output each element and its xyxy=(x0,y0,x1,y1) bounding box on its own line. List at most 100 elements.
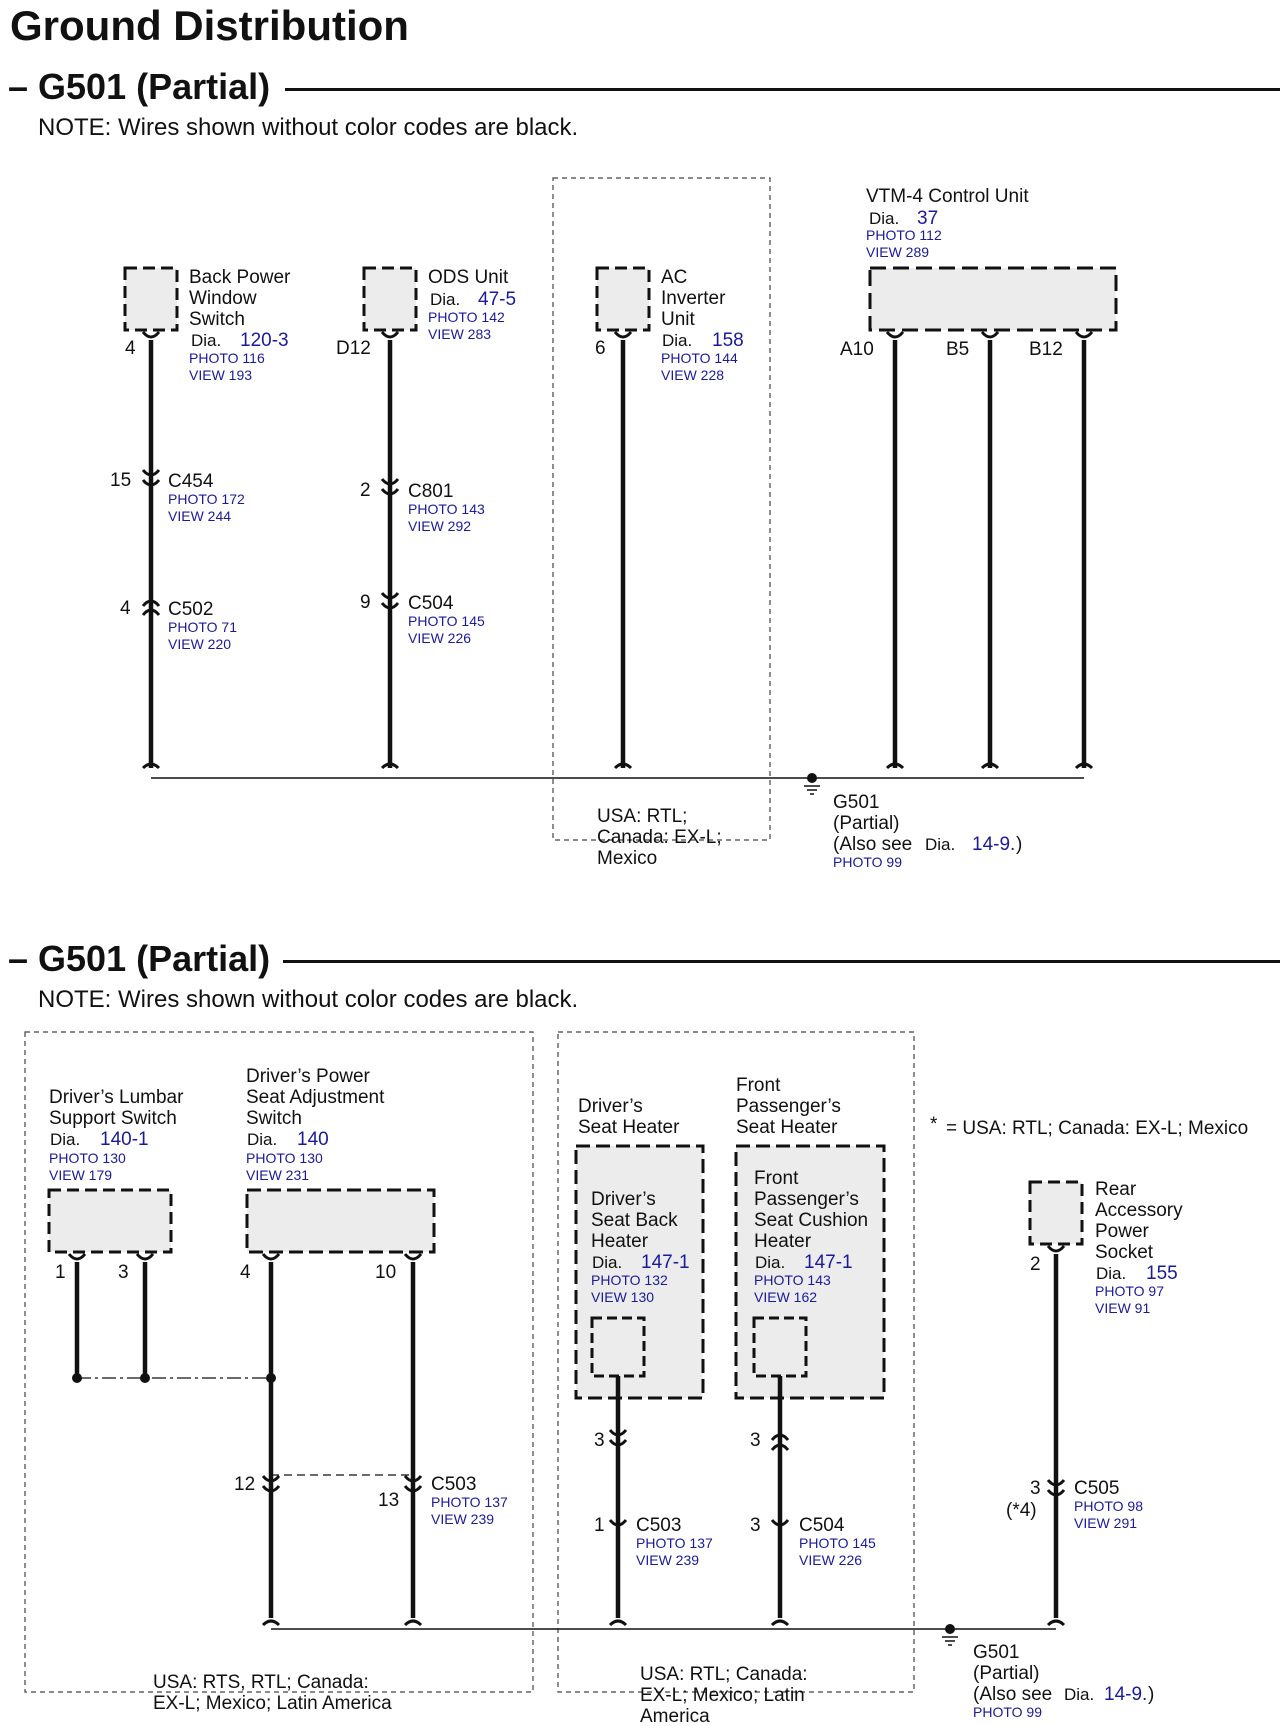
c801-photo[interactable]: PHOTO 143 xyxy=(408,501,485,517)
lumbar-label-2: Support Switch xyxy=(49,1108,177,1129)
conn-driver-heater-pin3 xyxy=(608,1429,628,1447)
c454-pin: 15 xyxy=(110,470,131,491)
rear-accessory-socket-box xyxy=(1028,1180,1084,1246)
lumbar-photo[interactable]: PHOTO 130 xyxy=(49,1150,126,1166)
c502-pin: 4 xyxy=(120,598,131,619)
back-power-view[interactable]: VIEW 193 xyxy=(189,367,252,383)
vtm-photo[interactable]: PHOTO 112 xyxy=(866,227,942,243)
power-seat-label-3: Switch xyxy=(246,1108,302,1129)
vtm-pin-a10: A10 xyxy=(840,339,874,360)
c502-name: C502 xyxy=(168,599,213,620)
c503-left-photo[interactable]: PHOTO 137 xyxy=(431,1494,508,1510)
diagram1-pin-forks xyxy=(141,331,1094,339)
fork-lumbar-1 xyxy=(67,1253,87,1261)
ground-1-photo[interactable]: PHOTO 99 xyxy=(833,854,902,870)
back-power-dia-link[interactable]: 120-3 xyxy=(240,330,289,351)
power-seat-dia-link[interactable]: 140 xyxy=(297,1129,329,1150)
ac-pin: 6 xyxy=(595,338,606,359)
power-seat-photo[interactable]: PHOTO 130 xyxy=(246,1150,323,1166)
ods-dia-link[interactable]: 47-5 xyxy=(478,289,516,310)
bottom-fork-3 xyxy=(613,762,633,770)
c502-view[interactable]: VIEW 220 xyxy=(168,636,231,652)
region-left-1: USA: RTS, RTL; Canada: xyxy=(153,1672,369,1693)
ground-1-dia-link[interactable]: 14-9. xyxy=(972,834,1015,855)
ac-dia-link[interactable]: 158 xyxy=(712,330,744,351)
vtm-dia-link[interactable]: 37 xyxy=(917,208,938,229)
ground-2-photo[interactable]: PHOTO 99 xyxy=(973,1704,1042,1720)
c454-view[interactable]: VIEW 244 xyxy=(168,508,231,524)
c504-photo[interactable]: PHOTO 145 xyxy=(408,613,485,629)
bottom-fork-4 xyxy=(885,762,905,770)
vtm-pin-b12: B12 xyxy=(1029,339,1063,360)
back-power-photo[interactable]: PHOTO 116 xyxy=(189,350,265,366)
ground-1-label-3: (Also see xyxy=(833,834,912,855)
rear-socket-view[interactable]: VIEW 91 xyxy=(1095,1300,1150,1316)
back-power-label-2: Window xyxy=(189,288,257,309)
ac-region-1: USA: RTL; xyxy=(597,806,687,827)
c503-mid-view[interactable]: VIEW 239 xyxy=(636,1552,699,1568)
conn-passenger-heater-pin3 xyxy=(770,1433,790,1451)
bottom-fork-2e xyxy=(1046,1619,1066,1627)
c504-name: C504 xyxy=(408,593,454,614)
rear-socket-label-3: Power xyxy=(1095,1221,1150,1242)
c505-view[interactable]: VIEW 291 xyxy=(1074,1515,1137,1531)
pass-heater-label-1: Front xyxy=(754,1168,799,1189)
lumbar-dia-link[interactable]: 140-1 xyxy=(100,1129,149,1150)
bottom-fork-5 xyxy=(980,762,1000,770)
lumbar-label-1: Driver’s Lumbar xyxy=(49,1087,184,1108)
fork-ac xyxy=(613,331,633,339)
pass-heater-photo[interactable]: PHOTO 143 xyxy=(754,1272,831,1288)
drv-heater-view[interactable]: VIEW 130 xyxy=(591,1289,654,1305)
drv-heater-label-2: Seat Back xyxy=(591,1210,678,1231)
section-2-note: NOTE: Wires shown without color codes ar… xyxy=(38,986,579,1013)
drv-heater-photo[interactable]: PHOTO 132 xyxy=(591,1272,668,1288)
drv-heater-dia-label: Dia. xyxy=(592,1253,622,1272)
c505-name: C505 xyxy=(1074,1478,1119,1499)
drv-heater-label-3: Heater xyxy=(591,1231,649,1252)
diagram1-wires xyxy=(148,340,1087,768)
bottom-fork-2a xyxy=(261,1619,281,1627)
ac-photo[interactable]: PHOTO 144 xyxy=(661,350,738,366)
c503-left-pin-12: 12 xyxy=(234,1474,255,1495)
c504-mid-photo[interactable]: PHOTO 145 xyxy=(799,1535,876,1551)
ground-2-dia-link[interactable]: 14-9. xyxy=(1104,1684,1147,1705)
rear-socket-dia-link[interactable]: 155 xyxy=(1146,1263,1178,1284)
c502-photo[interactable]: PHOTO 71 xyxy=(168,619,237,635)
ground-1-label-2: (Partial) xyxy=(833,813,900,834)
c504-mid-name: C504 xyxy=(799,1515,845,1536)
pass-heater-view[interactable]: VIEW 162 xyxy=(754,1289,817,1305)
c504-view[interactable]: VIEW 226 xyxy=(408,630,471,646)
rear-socket-photo[interactable]: PHOTO 97 xyxy=(1095,1283,1164,1299)
vtm-pin-b5: B5 xyxy=(946,339,969,360)
power-seat-dia-label: Dia. xyxy=(247,1130,277,1149)
diagram1-bottom-forks xyxy=(141,762,1094,770)
drv-heater-header-1: Driver’s xyxy=(578,1096,643,1117)
c503-mid-photo[interactable]: PHOTO 137 xyxy=(636,1535,713,1551)
c504-mid-view[interactable]: VIEW 226 xyxy=(799,1552,862,1568)
c503-left-view[interactable]: VIEW 239 xyxy=(431,1511,494,1527)
ods-photo[interactable]: PHOTO 142 xyxy=(428,309,505,325)
c801-view[interactable]: VIEW 292 xyxy=(408,518,471,534)
c505-pin-note: (*4) xyxy=(1006,1500,1037,1521)
ods-view[interactable]: VIEW 283 xyxy=(428,326,491,342)
power-seat-view[interactable]: VIEW 231 xyxy=(246,1167,309,1183)
pass-heater-dia-link[interactable]: 147-1 xyxy=(804,1252,853,1273)
conn-c503-pin13 xyxy=(403,1475,423,1493)
ac-view[interactable]: VIEW 228 xyxy=(661,367,724,383)
vtm-label-1: VTM-4 Control Unit xyxy=(866,186,1029,207)
c505-photo[interactable]: PHOTO 98 xyxy=(1074,1498,1143,1514)
c454-photo[interactable]: PHOTO 172 xyxy=(168,491,245,507)
ods-unit-box xyxy=(362,266,418,332)
fork-lumbar-3 xyxy=(135,1253,155,1261)
c504-mid-pin: 3 xyxy=(750,1515,761,1536)
ground-1-close: ) xyxy=(1016,834,1022,855)
drv-heater-dia-link[interactable]: 147-1 xyxy=(641,1252,690,1273)
footnote-text: = USA: RTL; Canada: EX-L; Mexico xyxy=(946,1118,1248,1139)
c503-mid-name: C503 xyxy=(636,1515,681,1536)
conn-c504-pin3 xyxy=(770,1519,790,1527)
lumbar-view[interactable]: VIEW 179 xyxy=(49,1167,112,1183)
bottom-fork-6 xyxy=(1074,762,1094,770)
ground-symbol-2 xyxy=(942,1624,958,1646)
vtm-view[interactable]: VIEW 289 xyxy=(866,244,929,260)
